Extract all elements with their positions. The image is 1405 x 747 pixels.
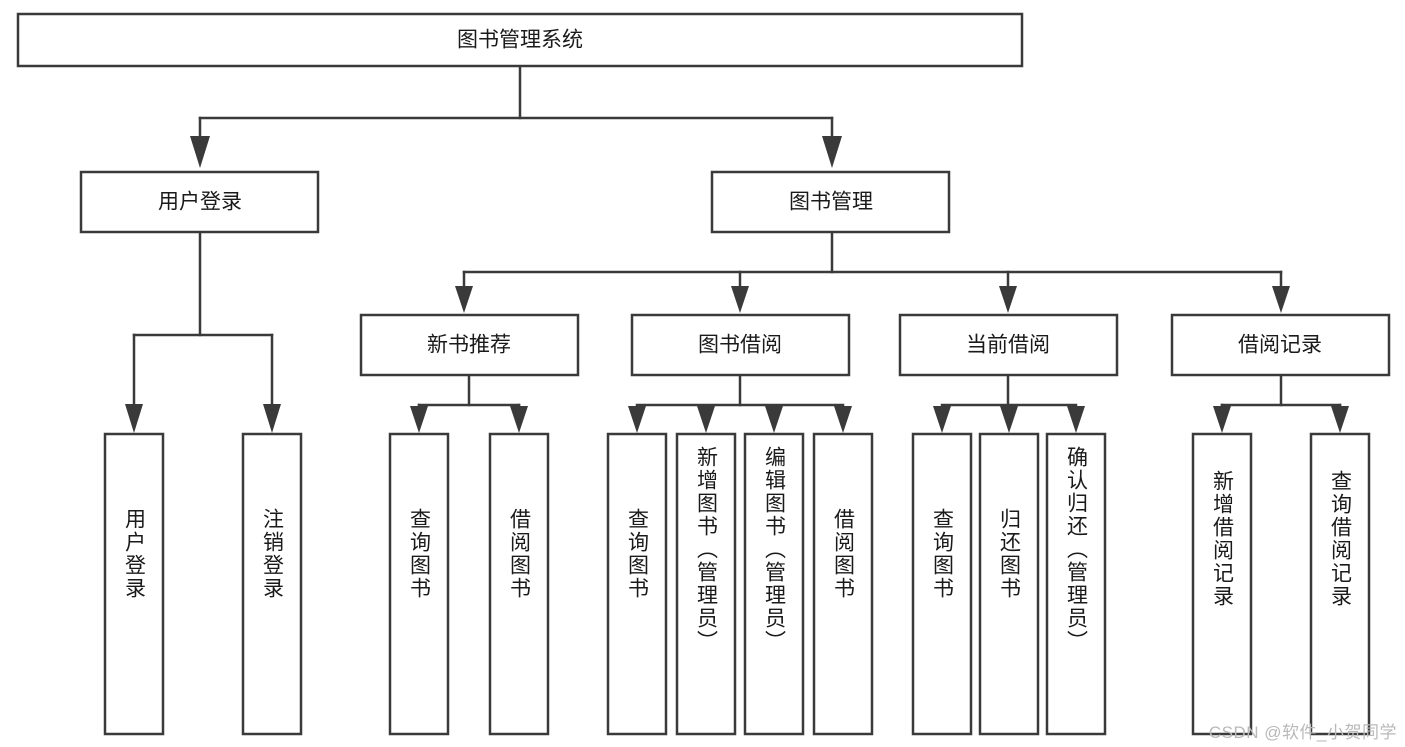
node-leaf-query-book-3-box[interactable] bbox=[911, 432, 973, 736]
node-leaf-user-login[interactable]: 用户登录 bbox=[103, 432, 165, 736]
node-leaf-edit-book[interactable]: 编辑图书（管理员） bbox=[743, 432, 805, 736]
node-leaf-return-book-label: 归还图书 bbox=[998, 508, 1022, 600]
arrow-head-borrow-record bbox=[1272, 286, 1290, 313]
node-leaf-query-record-box[interactable] bbox=[1309, 432, 1371, 736]
arrow-head-leaf-add-record bbox=[1213, 406, 1231, 433]
node-leaf-add-book-label: 新增图书（管理员） bbox=[695, 446, 719, 653]
arrow-head-book-borrow bbox=[731, 286, 749, 313]
node-leaf-user-login-label: 用户登录 bbox=[123, 508, 147, 600]
arrow-head-current-borrow bbox=[999, 286, 1017, 313]
connector-group-current-borrow bbox=[933, 373, 1085, 433]
node-leaf-borrow-book-1-label: 借阅图书 bbox=[508, 508, 532, 600]
connector-group-new-book-recommend bbox=[410, 373, 528, 433]
node-root-label: 图书管理系统 bbox=[457, 29, 583, 52]
node-leaf-query-book-2[interactable]: 查询图书 bbox=[606, 432, 668, 736]
node-leaf-user-login-box[interactable] bbox=[103, 432, 165, 736]
node-book-borrow-label: 图书借阅 bbox=[698, 334, 782, 357]
node-borrow-record-label: 借阅记录 bbox=[1238, 334, 1322, 357]
node-root-box[interactable] bbox=[16, 12, 1024, 68]
node-current-borrow-box[interactable] bbox=[898, 313, 1119, 377]
node-leaf-add-record-box[interactable] bbox=[1191, 432, 1253, 736]
node-user-login-label: 用户登录 bbox=[158, 191, 242, 214]
connector-group-user-login bbox=[125, 230, 281, 433]
connector-group-book-borrow bbox=[628, 373, 852, 433]
node-leaf-return-book[interactable]: 归还图书 bbox=[978, 432, 1040, 736]
node-leaf-query-book-3[interactable]: 查询图书 bbox=[911, 432, 973, 736]
node-leaf-add-record-label: 新增借阅记录 bbox=[1211, 470, 1235, 608]
node-root[interactable]: 图书管理系统 bbox=[16, 12, 1024, 68]
node-book-borrow[interactable]: 图书借阅 bbox=[630, 313, 851, 377]
arrow-head-leaf-edit-book bbox=[765, 406, 783, 433]
arrow-head-leaf-query-book-2 bbox=[628, 406, 646, 433]
node-leaf-query-book-3-label: 查询图书 bbox=[931, 508, 955, 600]
node-book-manage-box[interactable] bbox=[710, 170, 951, 234]
node-leaf-user-logout[interactable]: 注销登录 bbox=[241, 432, 303, 736]
arrow-head-new-book-recommend bbox=[455, 286, 473, 313]
node-leaf-query-book-1-box[interactable] bbox=[388, 432, 450, 736]
node-book-borrow-box[interactable] bbox=[630, 313, 851, 377]
node-leaf-borrow-book-1[interactable]: 借阅图书 bbox=[488, 432, 550, 736]
arrow-head-leaf-user-login bbox=[125, 404, 143, 433]
arrow-head-leaf-query-book-1 bbox=[410, 406, 428, 433]
node-leaf-query-book-2-box[interactable] bbox=[606, 432, 668, 736]
node-new-book-recommend-label: 新书推荐 bbox=[427, 334, 511, 357]
node-leaf-query-book-1-label: 查询图书 bbox=[408, 508, 432, 600]
node-leaf-query-record[interactable]: 查询借阅记录 bbox=[1309, 432, 1371, 736]
node-new-book-recommend-box[interactable] bbox=[359, 313, 580, 377]
connector-group-book-manage bbox=[455, 230, 1290, 313]
node-leaf-return-book-box[interactable] bbox=[978, 432, 1040, 736]
arrow-head-leaf-borrow-book-2 bbox=[834, 406, 852, 433]
node-leaf-borrow-book-1-box[interactable] bbox=[488, 432, 550, 736]
connector-group-borrow-record bbox=[1213, 373, 1349, 433]
node-leaf-query-book-2-label: 查询图书 bbox=[626, 508, 650, 600]
node-leaf-edit-book-label: 编辑图书（管理员） bbox=[763, 446, 787, 653]
node-leaf-add-book-box[interactable] bbox=[675, 432, 737, 736]
node-leaf-add-book[interactable]: 新增图书（管理员） bbox=[675, 432, 737, 736]
node-leaf-borrow-book-2-box[interactable] bbox=[812, 432, 874, 736]
arrow-head-book-manage bbox=[822, 136, 842, 168]
node-leaf-user-logout-box[interactable] bbox=[241, 432, 303, 736]
node-current-borrow-label: 当前借阅 bbox=[966, 334, 1050, 357]
node-leaf-query-record-label: 查询借阅记录 bbox=[1329, 470, 1353, 608]
node-leaf-confirm-return-box[interactable] bbox=[1045, 432, 1107, 736]
node-leaf-user-logout-label: 注销登录 bbox=[261, 508, 285, 600]
node-borrow-record-box[interactable] bbox=[1170, 313, 1391, 377]
node-user-login-box[interactable] bbox=[79, 170, 320, 234]
node-borrow-record[interactable]: 借阅记录 bbox=[1170, 313, 1391, 377]
node-current-borrow[interactable]: 当前借阅 bbox=[898, 313, 1119, 377]
node-leaf-edit-book-box[interactable] bbox=[743, 432, 805, 736]
node-leaf-confirm-return[interactable]: 确认归还（管理员） bbox=[1045, 432, 1107, 736]
node-book-manage-label: 图书管理 bbox=[789, 191, 873, 214]
arrow-head-leaf-add-book bbox=[697, 406, 715, 433]
arrow-head-user-login bbox=[190, 136, 210, 168]
node-leaf-add-record[interactable]: 新增借阅记录 bbox=[1191, 432, 1253, 736]
arrow-head-leaf-borrow-book-1 bbox=[510, 406, 528, 433]
node-leaf-borrow-book-2[interactable]: 借阅图书 bbox=[812, 432, 874, 736]
node-book-manage[interactable]: 图书管理 bbox=[710, 170, 951, 234]
arrow-head-leaf-query-record bbox=[1331, 406, 1349, 433]
node-leaf-confirm-return-label: 确认归还（管理员） bbox=[1065, 446, 1089, 653]
arrow-head-leaf-query-book-3 bbox=[933, 406, 951, 433]
node-new-book-recommend[interactable]: 新书推荐 bbox=[359, 313, 580, 377]
arrow-head-leaf-confirm-return bbox=[1067, 406, 1085, 433]
node-leaf-query-book-1[interactable]: 查询图书 bbox=[388, 432, 450, 736]
node-user-login[interactable]: 用户登录 bbox=[79, 170, 320, 234]
connector-group-root bbox=[190, 64, 842, 168]
arrow-head-leaf-return-book bbox=[1000, 406, 1018, 433]
node-leaf-borrow-book-2-label: 借阅图书 bbox=[832, 508, 856, 600]
arrow-head-leaf-user-logout bbox=[263, 404, 281, 433]
